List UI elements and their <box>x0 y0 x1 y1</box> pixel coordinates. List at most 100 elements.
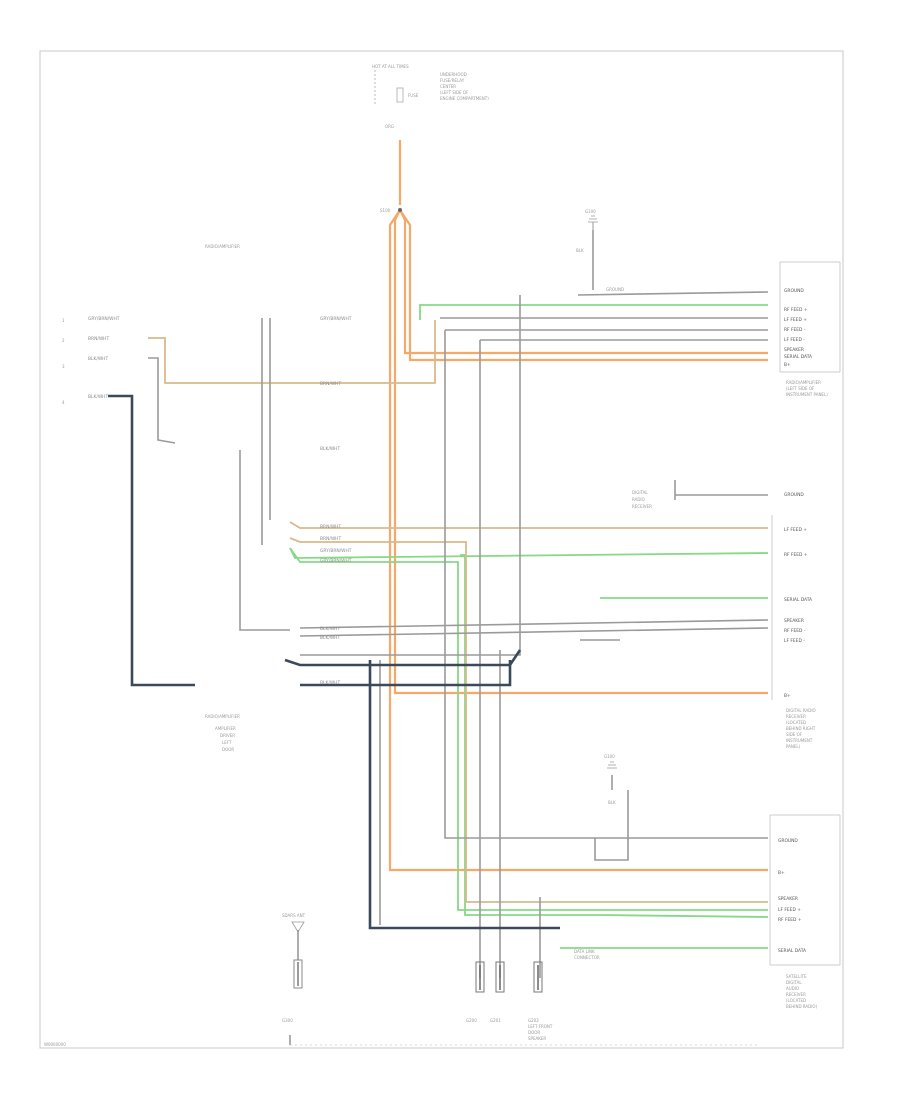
center-title-1: RADIO/AMPLIFIER <box>205 714 240 719</box>
rc1-pin-5: LF FEED - <box>784 337 805 343</box>
fuse-id: FUSE <box>408 93 419 98</box>
antenna-label: SDARS ANT <box>282 913 306 918</box>
fuse-icon <box>396 87 404 103</box>
top-fuse-desc-5: ENGINE COMPARTMENT) <box>440 96 489 101</box>
amp-wire-labels: GRY/BRN/WHT BRN/WHT BLK/WHT BRN/WHT BRN/… <box>320 316 352 686</box>
rc3-pin-1: GROUND <box>778 838 798 844</box>
rc2-pin-2: RF FEED + <box>784 552 808 558</box>
orange-wires <box>388 140 768 872</box>
ground-bottom-3: G202 <box>528 1018 539 1023</box>
top-fuse-desc-1: UNDERHOOD <box>440 72 467 77</box>
left-pin-4: 4 <box>62 400 65 405</box>
left-pin-2: 2 <box>62 338 65 343</box>
bottom-title-1: LEFT FRONT <box>528 1024 553 1029</box>
rc3-title-5: (LOCATED <box>786 998 806 1003</box>
top-fuse-label: HOT AT ALL TIMES <box>372 64 409 69</box>
left-connector: 1 2 3 4 GRY/BRN/WHT BRN/WHT BLK/WHT BLK/… <box>62 316 120 405</box>
rc1-pin-8: B+ <box>784 362 791 368</box>
top-fuse-block: HOT AT ALL TIMES UNDERHOOD FUSE/RELAY CE… <box>372 64 489 213</box>
rc2-title-7: PANEL) <box>786 744 801 749</box>
radio-header: RADIO/AMPLIFIER <box>205 244 240 249</box>
rc3-title-4: RECEIVER <box>786 992 806 997</box>
ground-top-label: G100 <box>585 209 596 214</box>
ground-icon-mid: G100 BLK <box>604 754 617 805</box>
left-ground-label: G300 <box>282 1018 293 1023</box>
rc1-pin-1: GROUND <box>784 288 804 294</box>
diagram-code: W0000000 <box>44 1042 66 1047</box>
left-wire-3: BLK/WHT <box>88 356 108 362</box>
antenna-icon: SDARS ANT G300 <box>282 913 306 1023</box>
ground-bottom-2: G201 <box>490 1018 501 1023</box>
rc3-title-2: DIGITAL <box>786 980 802 985</box>
bottom-title-2: DOOR <box>528 1030 540 1035</box>
rc2-title-3: (LOCATED <box>786 720 806 725</box>
rc3-title-6: BEHIND RADIO) <box>786 1004 818 1009</box>
top-fuse-desc-2: FUSE/RELAY <box>440 78 465 83</box>
rc3-pin-5: RF FEED + <box>778 917 802 923</box>
amp-wire-label-9: BLK/WHT <box>320 635 340 641</box>
center-title-5: DOOR <box>222 747 234 752</box>
ground-top-wire: BLK <box>576 248 584 253</box>
rc2-pin-5: RF FEED - <box>784 628 806 634</box>
sensor-lbl-3: RECEIVER <box>632 504 652 509</box>
center-title: RADIO/AMPLIFIER AMPLIFIER DRIVER LEFT DO… <box>205 714 240 752</box>
rc2-ground: GROUND <box>784 492 804 498</box>
rc1-title-3: INSTRUMENT PANEL) <box>786 392 828 397</box>
amp-wire-label-1: GRY/BRN/WHT <box>320 316 352 322</box>
rc2-title-2: RECEIVER <box>786 714 806 719</box>
splice-top: S100 <box>380 208 391 213</box>
rc1-pin-6: SPEAKER <box>784 347 804 353</box>
rc3-pin-2: B+ <box>778 870 785 876</box>
top-fuse-desc-3: CENTER <box>440 84 456 89</box>
left-pin-3: 3 <box>62 364 65 369</box>
rc3-pin-3: SPEAKER <box>778 896 798 902</box>
rc3-pin-4: LF FEED + <box>778 907 801 913</box>
rc2-title-6: INSTRUMENT <box>786 738 813 743</box>
rc1-ground-lbl: GROUND <box>606 287 624 292</box>
ground-bottom-1: G200 <box>466 1018 477 1023</box>
rc1-pin-3: LF FEED + <box>784 317 807 323</box>
data-link-1: DATA LINK <box>574 949 595 954</box>
rc3-title-3: AUDIO <box>786 986 799 991</box>
rc2-pin-1: LF FEED + <box>784 527 807 533</box>
ground-mid-label: G100 <box>604 754 615 759</box>
ground-icon-top: G100 BLK <box>576 209 598 253</box>
rc1-pin-2: RF FEED + <box>784 307 808 313</box>
gray-wires <box>148 230 769 1045</box>
diagram-frame <box>39 50 844 1049</box>
black-wires <box>108 394 560 930</box>
rc2-title-5: SIDE OF <box>786 732 803 737</box>
right-connector-2: GROUND LF FEED + RF FEED + SERIAL DATA S… <box>632 490 816 749</box>
rc2-pin-7: B+ <box>784 693 791 699</box>
center-title-3: DRIVER <box>220 733 235 738</box>
rc1-pin-4: RF FEED - <box>784 327 806 333</box>
left-wire-2: BRN/WHT <box>88 336 109 342</box>
amp-wire-label-6: GRY/BRN/WHT <box>320 548 352 554</box>
green-wires <box>289 304 769 949</box>
rc1-pin-7: SERIAL DATA <box>784 354 812 360</box>
rc3-pin-6: SERIAL DATA <box>778 948 806 954</box>
rc2-pin-3: SERIAL DATA <box>784 597 812 603</box>
rc1-title-1: RADIO/AMPLIFIER <box>786 380 821 385</box>
center-title-4: LEFT <box>222 740 232 745</box>
amp-wire-label-2: BRN/WHT <box>320 381 341 387</box>
amp-wire-label-5: BRN/WHT <box>320 536 341 542</box>
rc2-pin-6: LF FEED - <box>784 638 805 644</box>
rc2-title-1: DIGITAL RADIO <box>786 708 816 713</box>
ground-mid-wire: BLK <box>608 800 616 805</box>
splice-dot <box>398 208 402 212</box>
left-pin-1: 1 <box>62 318 65 323</box>
fuse-wire: ORG <box>385 124 394 129</box>
sensor-lbl-1: DIGITAL <box>632 490 648 495</box>
rc2-pin-4: SPEAKER <box>784 618 804 624</box>
bottom-title-3: SPEAKER <box>528 1036 546 1041</box>
rc1-title-2: (LEFT SIDE OF <box>786 386 815 391</box>
tan-wires <box>148 320 768 903</box>
amp-wire-label-10: BLK/WHT <box>320 680 340 686</box>
left-wire-4: BLK/WHT <box>88 394 108 400</box>
sensor-lbl-2: RADIO <box>632 497 645 502</box>
amp-wire-label-7: GRY/BRN/WHT <box>320 558 352 564</box>
bottom-grounds: G200 G201 G202 LEFT FRONT DOOR SPEAKER <box>466 961 553 1041</box>
amp-wire-label-4: BRN/WHT <box>320 524 341 530</box>
